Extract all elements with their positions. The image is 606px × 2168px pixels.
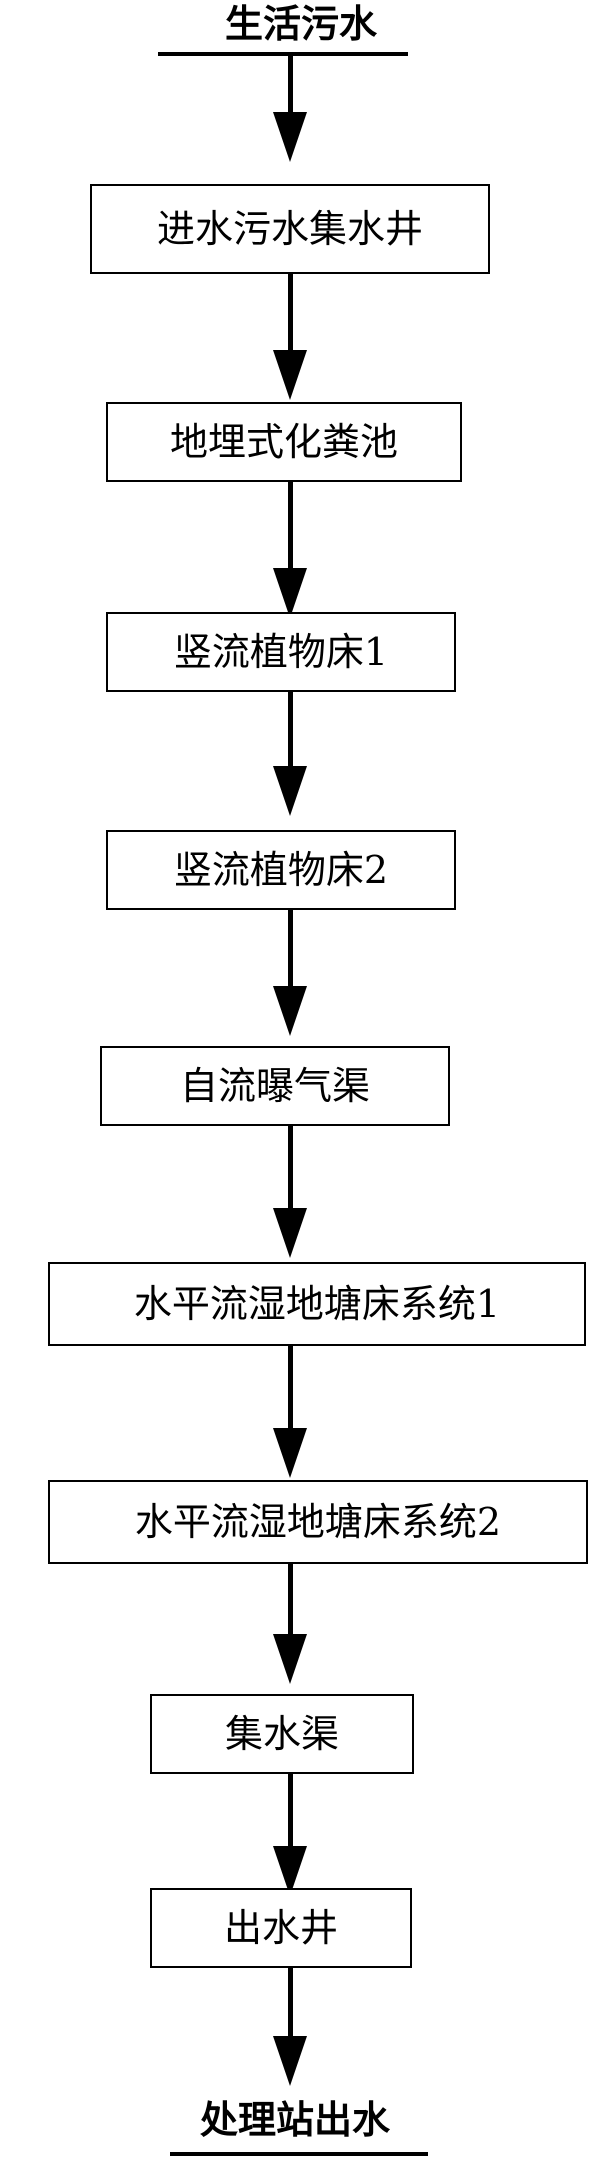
output-label: 处理站出水 <box>199 2097 390 2142</box>
flow-arrow-shaft <box>288 1346 293 1460</box>
flow-arrow-head <box>273 986 307 1036</box>
step-box: 自流曝气渠 <box>100 1046 450 1126</box>
output-underline <box>170 2152 428 2156</box>
step-box: 集水渠 <box>150 1694 414 1774</box>
step-label: 集水渠 <box>224 1712 339 1756</box>
flow-arrow-head <box>273 1634 307 1684</box>
flow-arrow-shaft <box>288 1564 293 1654</box>
flow-arrow-shaft <box>288 1968 293 2058</box>
step-box: 进水污水集水井 <box>90 184 490 274</box>
flow-arrow-shaft <box>288 482 293 592</box>
step-label: 竖流植物床1 <box>173 630 389 674</box>
flow-arrow-head <box>273 2036 307 2086</box>
flow-arrow-shaft <box>288 274 293 374</box>
flow-arrow-head <box>273 1846 307 1896</box>
step-label: 地埋式化粪池 <box>169 420 398 464</box>
flow-arrow-shaft <box>288 910 293 1010</box>
step-label: 水平流湿地塘床系统2 <box>134 1500 502 1544</box>
flow-arrow-shaft <box>288 1774 293 1866</box>
flow-arrow-head <box>273 350 307 400</box>
step-label: 出水井 <box>223 1906 338 1950</box>
flow-arrow-head <box>273 1208 307 1258</box>
flow-arrow-shaft <box>288 56 293 146</box>
flow-arrow-head <box>273 766 307 816</box>
step-box: 竖流植物床2 <box>106 830 456 910</box>
flow-arrow-head <box>273 1428 307 1478</box>
step-box: 出水井 <box>150 1888 412 1968</box>
step-box: 地埋式化粪池 <box>106 402 462 482</box>
step-box: 水平流湿地塘床系统2 <box>48 1480 588 1564</box>
step-box: 水平流湿地塘床系统1 <box>48 1262 586 1346</box>
step-label: 水平流湿地塘床系统1 <box>133 1282 501 1326</box>
step-label: 自流曝气渠 <box>179 1064 370 1108</box>
flow-arrow-head <box>273 112 307 162</box>
step-label: 竖流植物床2 <box>173 848 389 892</box>
flow-arrow-shaft <box>288 1126 293 1242</box>
step-box: 竖流植物床1 <box>106 612 456 692</box>
input-label: 生活污水 <box>224 1 377 46</box>
input-underline <box>158 52 408 56</box>
flow-arrow-head <box>273 568 307 618</box>
flow-arrow-shaft <box>288 692 293 792</box>
step-label: 进水污水集水井 <box>156 207 423 251</box>
